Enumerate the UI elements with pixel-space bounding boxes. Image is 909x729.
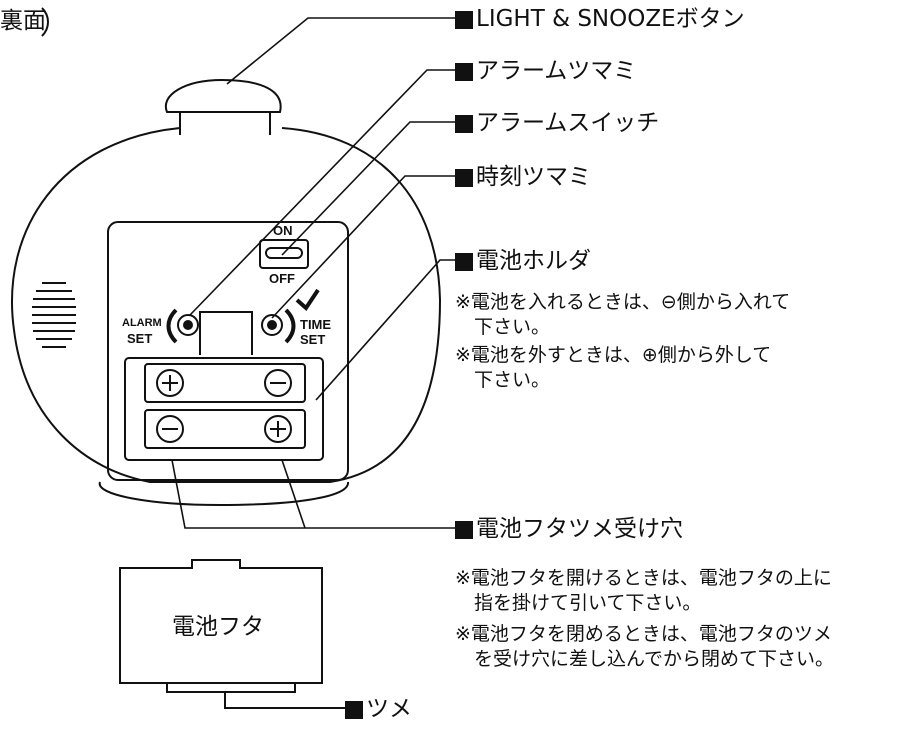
square-bullet-icon	[455, 168, 473, 187]
time-knob[interactable]	[261, 314, 283, 336]
callout-battery-holder-text: 電池ホルダ	[476, 248, 591, 274]
battery-top	[144, 363, 306, 403]
callout-alarm-switch: アラームスイッチ	[455, 112, 659, 135]
callout-tab-text: ツメ	[366, 696, 412, 722]
center-recess	[199, 311, 253, 355]
time-set-label-2: SET	[300, 332, 326, 347]
square-bullet-icon	[455, 10, 473, 29]
square-bullet-icon	[455, 520, 473, 539]
callout-tab: ツメ	[345, 698, 412, 721]
battery-cover-label: 電池フタ	[172, 614, 264, 640]
callout-light-snooze-text: LIGHT & SNOOZEボタン	[476, 6, 745, 32]
cover-tab	[224, 692, 345, 709]
minus-terminal-top	[264, 369, 292, 397]
callout-alarm-knob: アラームツマミ	[455, 60, 636, 83]
speaker-grille	[32, 282, 76, 348]
time-check-icon	[295, 288, 320, 312]
note-battery-in: ※電池を入れるときは、⊖側から入れて 下さい。	[455, 291, 791, 338]
time-set-label-1: TIME	[300, 317, 332, 332]
clock-foot	[98, 481, 349, 507]
back-panel	[107, 221, 349, 481]
view-label-bracket	[41, 7, 49, 37]
leader-lines	[171, 17, 455, 529]
square-bullet-icon	[455, 252, 473, 271]
clock-body-outline	[11, 127, 442, 483]
square-bullet-icon	[345, 700, 363, 719]
callout-light-snooze: LIGHT & SNOOZEボタン	[455, 8, 745, 31]
callout-alarm-switch-text: アラームスイッチ	[476, 110, 660, 136]
plus-terminal-bottom	[264, 415, 292, 443]
switch-off-label: OFF	[269, 271, 295, 286]
plus-terminal-top	[156, 369, 184, 397]
view-label: 裏面	[0, 8, 46, 34]
callout-time-knob: 時刻ツマミ	[455, 166, 591, 189]
alarm-switch[interactable]	[259, 239, 309, 269]
callout-cover-hole: 電池フタツメ受け穴	[455, 518, 683, 541]
alarm-set-label-2: SET	[127, 331, 153, 346]
callout-time-knob-text: 時刻ツマミ	[476, 164, 591, 190]
callout-battery-holder: 電池ホルダ	[455, 250, 591, 273]
note-battery-out: ※電池を外すときは、⊕側から外して 下さい。	[455, 344, 772, 391]
callout-cover-hole-text: 電池フタツメ受け穴	[476, 516, 683, 542]
square-bullet-icon	[455, 62, 473, 81]
note-cover-open: ※電池フタを開けるときは、電池フタの上に 指を掛けて引いて下さい。	[455, 567, 832, 614]
switch-on-label: ON	[273, 223, 293, 238]
note-cover-close: ※電池フタを閉めるときは、電池フタのツメ を受け穴に差し込んでから閉めて下さい。	[455, 623, 835, 670]
alarm-set-label-1: ALARM	[122, 317, 162, 329]
callout-alarm-knob-text: アラームツマミ	[476, 58, 637, 84]
alarm-knob[interactable]	[177, 314, 199, 336]
battery-compartment	[124, 357, 324, 461]
battery-cover[interactable]	[119, 559, 323, 684]
battery-bottom	[144, 409, 306, 449]
snooze-button-shape[interactable]	[179, 111, 271, 135]
minus-terminal-bottom	[156, 415, 184, 443]
square-bullet-icon	[455, 114, 473, 133]
